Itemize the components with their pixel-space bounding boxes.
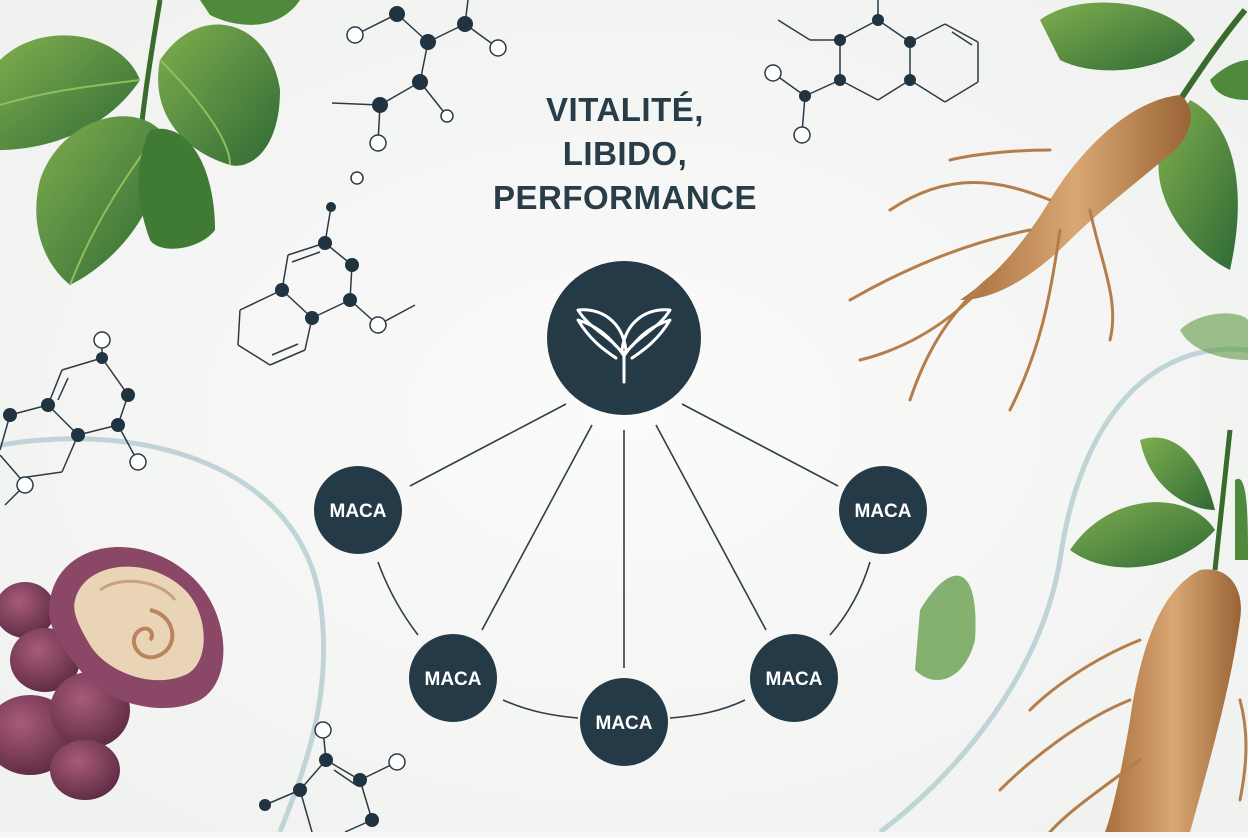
ginseng-root-illustration-top: [848, 2, 1248, 412]
headline-line-1: VITALITÉ,: [546, 91, 704, 128]
molecule-structure-icon-top-center: [326, 0, 507, 212]
molecule-structure-icon-top-right: [764, 0, 979, 144]
maca-node-5: MACA: [839, 466, 927, 554]
central-hub: [547, 261, 701, 415]
link-node-2-3: [502, 699, 579, 719]
maca-node-5-label: MACA: [855, 501, 912, 522]
swirl-decoration: [0, 346, 1248, 835]
link-hub-node-5: [681, 403, 839, 487]
molecule-structure-icon-left: [0, 331, 147, 506]
maca-node-2: MACA: [409, 634, 497, 722]
link-hub-node-2: [481, 424, 593, 631]
headline: VITALITÉ, LIBIDO, PERFORMANCE: [430, 88, 820, 220]
network-links: [377, 403, 871, 719]
leaf-sprout-icon: [576, 308, 672, 384]
maca-node-4: MACA: [750, 634, 838, 722]
maca-node-4-label: MACA: [766, 669, 823, 690]
headline-line-2: LIBIDO,: [562, 135, 688, 172]
link-hub-node-4: [655, 424, 767, 631]
ginseng-root-illustration-bottom: [915, 313, 1248, 834]
molecule-structure-icon-center-left: [237, 206, 416, 366]
leaves-illustration-top-left: [0, 0, 300, 286]
maca-root-illustration: [0, 547, 224, 800]
link-hub-node-1: [409, 403, 567, 487]
link-node-1-2: [377, 561, 419, 636]
molecule-structure-icon-bottom: [259, 721, 406, 833]
link-node-3-4: [669, 699, 746, 719]
headline-line-3: PERFORMANCE: [492, 179, 757, 216]
maca-node-3-label: MACA: [596, 713, 653, 734]
maca-node-3: MACA: [580, 678, 668, 766]
maca-node-1-label: MACA: [330, 501, 387, 522]
link-node-4-5: [829, 561, 871, 636]
maca-node-2-label: MACA: [425, 669, 482, 690]
maca-node-1: MACA: [314, 466, 402, 554]
